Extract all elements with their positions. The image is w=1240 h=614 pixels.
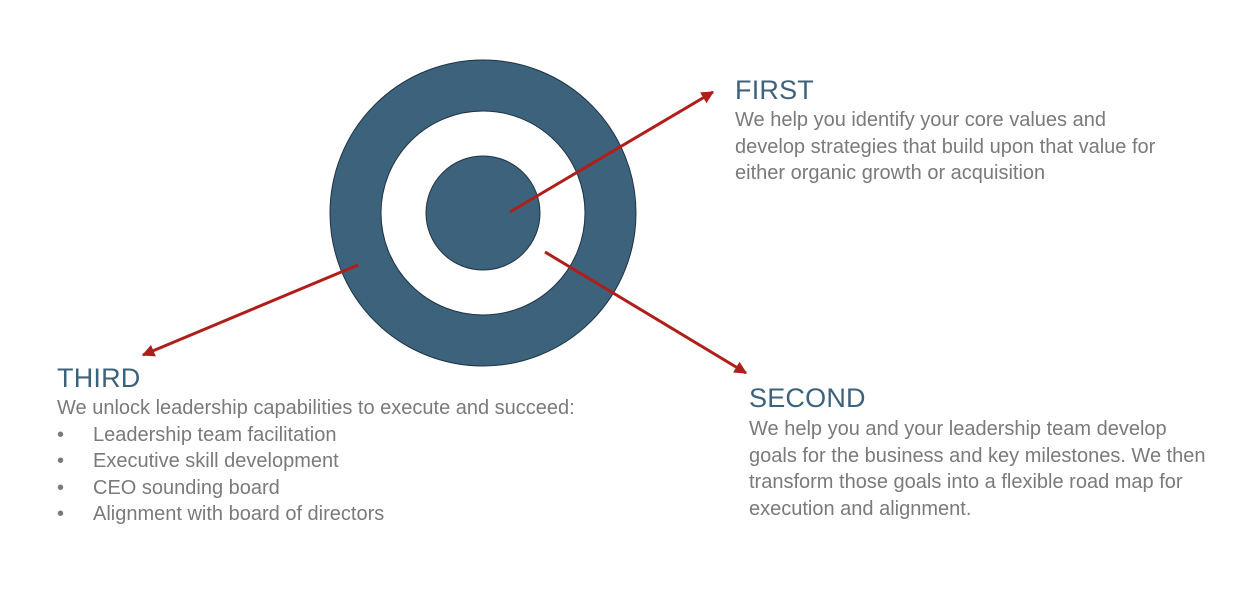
list-item-text: Executive skill development	[93, 450, 339, 472]
third-step-title: THIRD	[57, 363, 141, 393]
target-bullseye	[425, 155, 541, 271]
bullet-icon: •	[57, 423, 65, 446]
list-item: • Executive skill development	[57, 448, 577, 475]
first-step-description: We help you identify your core values an…	[735, 109, 1156, 184]
bullet-icon: •	[57, 476, 65, 499]
third-step-bullet-list: • Leadership team facilitation • Executive…	[57, 422, 577, 528]
bullet-icon: •	[57, 503, 65, 525]
bullet-icon: •	[57, 450, 65, 472]
arrow-to-third	[141, 263, 359, 357]
first-step-block: FIRST We help you identify your core val…	[735, 75, 1175, 187]
arrow-to-second	[544, 250, 748, 375]
third-step-description: We unlock leadership capabilities to exe…	[57, 397, 575, 419]
first-step-title: FIRST	[735, 75, 814, 105]
arrow-to-first	[509, 90, 715, 214]
list-item: • Alignment with board of directors	[57, 501, 577, 528]
list-item-text: Alignment with board of directors	[93, 503, 385, 525]
list-item: • CEO sounding board	[57, 475, 577, 502]
second-step-description: We help you and your leadership team dev…	[749, 418, 1206, 520]
second-step-title: SECOND	[749, 383, 866, 413]
list-item-text: CEO sounding board	[93, 476, 280, 499]
list-item: • Leadership team facilitation	[57, 422, 577, 449]
third-step-block: THIRD We unlock leadership capabilities …	[57, 363, 577, 528]
second-step-block: SECOND We help you and your leadership t…	[749, 383, 1219, 522]
list-item-text: Leadership team facilitation	[93, 423, 337, 446]
